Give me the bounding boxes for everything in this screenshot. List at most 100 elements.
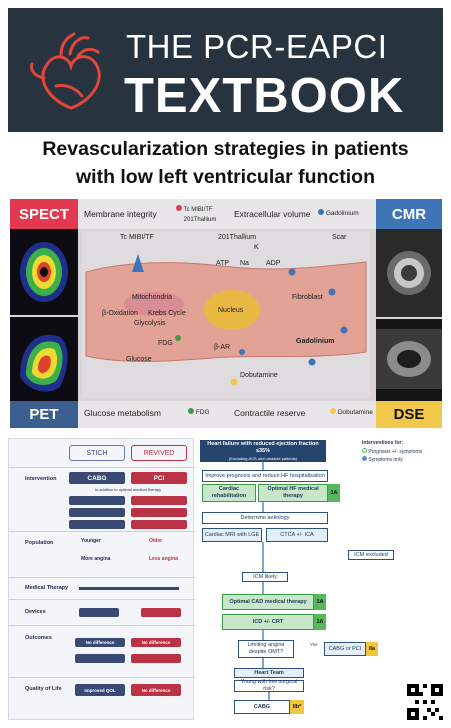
outcome-revived: No difference [131,638,181,647]
intervention-row: Intervention CABG PCI In addition to opt… [9,467,195,531]
class-iia-tag: IIa [366,642,378,656]
imaging-figure: SPECT CMR PET DSE Membrane integrity Tc … [10,199,442,428]
outcome-stich: No difference [75,638,125,647]
class-1a-tag-2: 1A [314,594,326,610]
cardiac-rehab-box: Cardiac rehabilitation [202,484,256,502]
therapy-bar [79,587,179,590]
pet-label: PET [10,401,78,428]
icd-crt-box: ICD +/- CRT [222,614,314,630]
icm-excluded-box: ICM excluded [348,550,394,560]
page-title: Revascularization strategies in patients… [0,135,451,191]
dse-label: DSE [376,401,442,428]
heart-logo-icon [30,32,101,110]
nucleus-label: Nucleus [218,307,244,314]
tc-legend: Tc MIBI/TF [176,205,213,213]
legend-symptoms: Symptoms only [362,456,403,463]
dobutamine-legend: Dobutamine [330,408,373,416]
cell-illustration-icon [85,254,367,386]
cabg-header: CABG [69,472,125,484]
atp-label: ATP [216,260,230,267]
scar-label: Scar [332,234,347,241]
banner-line1: THE PCR-EAPCI [126,28,388,65]
class-iib-tag: IIb* [290,700,304,714]
icm-likely-box: ICM likely [242,572,288,582]
pci-cell-1 [131,496,187,505]
in-addition-note: In addition to optimal medical therapy [94,487,162,492]
revived-logo: REVIVED [131,445,187,461]
outcomes-row: Outcomes No difference No difference [9,625,195,677]
cabg-final-box: CABG [234,700,290,714]
cmr-image [376,229,442,317]
legend-prognosis: Prognosis +/- symptoms [362,448,422,455]
intervention-label: Intervention [25,476,57,482]
spect-label: SPECT [10,199,78,229]
arrow-3 [262,542,264,572]
limiting-angina-box: Limiting angina despite OMT? [238,640,294,658]
ctca-box: CTCA +/- ICA [266,528,328,542]
arrow-4 [262,582,264,594]
class-1a-tag-3: 1A [314,614,326,630]
gadolinium-legend: Gadolinium [318,209,359,217]
improve-prognosis-box: Improve prognosis and reduce HF hospital… [202,470,328,482]
dse-scan-icon [376,319,442,401]
extracellular-volume-label: Extracellular volume [234,209,311,219]
fibroblast-label: Fibroblast [292,294,323,301]
hfref-start-sub: (Excluding ACS and unstable patients) [228,455,298,461]
treatment-flowchart: Heart failure with reduced ejection frac… [198,438,443,720]
arrow-7 [268,692,270,700]
arrow-5 [262,630,264,640]
tc-center-label: Tc MIBI/TF [120,234,154,241]
membrane-integrity-label: Membrane integrity [84,209,157,219]
cmr-scan-icon [376,229,442,317]
arrow-1 [262,462,264,470]
fdg-center-label: FDG [158,340,173,347]
stich-revived-table: STICH REVIVED Intervention CABG PCI In a… [8,438,195,720]
beta-oxidation-label: β-Oxidation [102,310,138,317]
more-angina-text: More angina [81,556,111,562]
cmr-label: CMR [376,199,442,229]
outcome-cell-4 [131,654,181,663]
devices-label: Devices [25,609,46,615]
arrow-2 [262,502,264,512]
qol-stich: Improved QOL [75,684,125,696]
determine-aetiology-box: Determine aetiology [202,512,328,524]
older-text: Older [149,538,163,544]
thallium-center-label: 201Thallium [218,234,257,241]
glycolysis-label: Glycolysis [134,320,166,327]
pci-cell-2 [131,508,187,517]
population-label: Population [25,540,54,546]
gadolinium-center-label: Gadolinium [296,338,335,345]
na-label: Na [240,260,249,267]
dobutamine-center-label: Dobutamine [240,372,278,379]
outcomes-label: Outcomes [25,635,52,641]
less-angina-text: Less angina [149,556,178,562]
title-line1: Revascularization strategies in patients [42,138,409,160]
heart-team-box: Heart Team [234,668,304,678]
pet-scan-icon [20,334,68,392]
pci-cell-3 [131,520,187,529]
arrow-6 [262,658,264,668]
medical-therapy-label: Medical Therapy [25,585,69,591]
devices-cell-1 [79,608,119,617]
thallium-legend: 201Thallium [183,217,217,223]
population-row: Population Younger Older More angina Les… [9,531,195,577]
cardiac-mri-box: Cardiac MRI with LGE [202,528,262,542]
hfref-start-box: Heart failure with reduced ejection frac… [200,440,326,462]
pci-header: PCI [131,472,187,484]
spect-image [10,229,78,315]
dse-image [376,319,442,401]
adp-label: ADP [266,260,281,267]
class-1a-tag-1: 1A [328,484,340,502]
stich-logo: STICH [69,445,125,461]
title-line2: with low left ventricular function [75,166,375,188]
optimal-cad-therapy-box: Optimal CAD medical therapy [222,594,314,610]
fdg-legend: FDG [188,408,210,416]
figure-bottom-bar [10,401,442,428]
qr-code-icon[interactable] [407,684,443,720]
cabg-cell-3 [69,520,125,529]
quality-of-life-label: Quality of Life [25,686,62,692]
contractile-reserve-label: Contractile reserve [234,408,306,418]
figure-top-bar [10,199,442,229]
legend-title: Interventions for: [362,440,404,446]
younger-text: Younger [81,538,101,544]
